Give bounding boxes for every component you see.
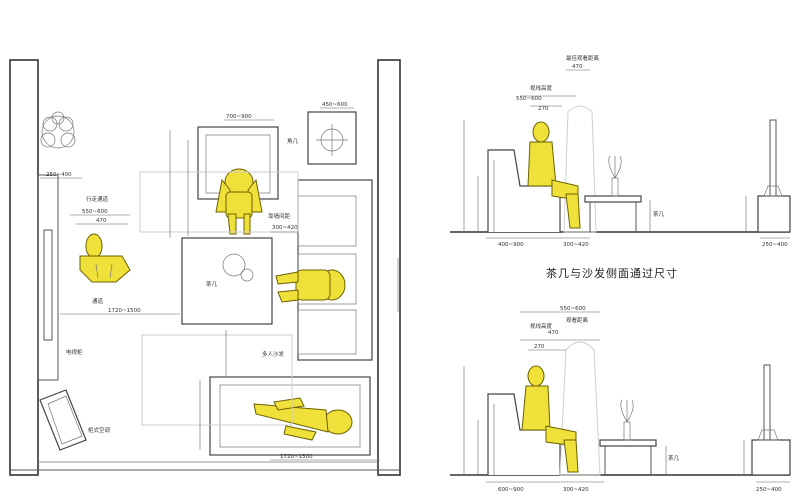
top-dim-head-2: 470 [572,64,583,70]
tv-stand-bottom [751,364,791,476]
tea-table-side-bottom [599,399,657,475]
label-side-table: 角几 [287,137,299,145]
bottom-label-eye: 视线高度 [530,322,553,330]
left-wall [9,59,39,476]
tv-stand-top [757,119,791,233]
seated-person-top [527,121,581,229]
ghost-person-top [563,105,597,233]
top-dim-front: 400~900 [498,242,524,248]
tv-cabinet [37,174,59,381]
top-label-viewing: 最佳观看距离 [566,54,600,62]
tea-table [181,237,273,325]
floor-plan: 250~400 行走通道 550~600 470 通道 1720~1500 70… [9,59,401,476]
person-sofa-right [275,269,346,303]
tea-table-side-top [584,155,642,232]
dim-passage-top: 550~600 [82,209,108,215]
top-dim-head-3: 270 [538,106,549,112]
bottom-dim-gap: 300~420 [563,487,589,493]
bottom-label-tea-table: 茶几 [668,454,680,462]
person-near-tv [79,233,131,283]
right-wall [377,59,401,476]
top-dim-head-1: 550~600 [516,96,542,102]
dim-bottom-width: 1720~1500 [280,454,313,460]
passage-zone-bottom [141,334,293,426]
label-tea-table: 茶几 [206,280,218,288]
lounge-chair [39,389,87,451]
passage-zone-top [139,171,299,233]
dim-passage-inner: 470 [96,218,107,224]
dim-side-table: 450~600 [322,102,348,108]
seated-person-bottom [521,365,579,473]
elevation-bottom: 550~600 470 270 视线高度 观看距离 600~900 300~42… [450,306,791,493]
label-chair: 柜式空调 [88,426,111,434]
top-dim-tv: 250~400 [762,242,788,248]
tv-screen [43,229,53,341]
dim-tv-dist: 250~400 [46,172,72,178]
bottom-dim-head-1: 550~600 [560,306,586,312]
side-table [307,111,357,165]
section-title: 茶几与沙发侧面通过尺寸 [546,266,678,280]
elevation-top: 550~600 视线高度 270 470 最佳观看距离 400~900 300~… [450,54,791,248]
bottom-dim-tv: 250~400 [756,487,782,493]
top-dim-gap: 300~420 [563,242,589,248]
bottom-label-viewing: 观看距离 [566,316,589,324]
person-lying [253,397,353,441]
ghost-person-bottom [559,341,601,476]
dim-walk-width: 1720~1500 [108,308,141,314]
person-armchair-top [215,168,263,235]
label-sofa-three: 多人沙发 [262,350,285,358]
bottom-dim-front: 600~900 [498,487,524,493]
plant-icon [40,111,76,149]
top-label-tea-table: 茶几 [653,210,665,218]
label-passage: 行走通道 [86,195,109,203]
label-walkway: 通道 [92,297,104,305]
label-sofa-depth: 靠墙间距 [268,212,291,220]
label-tv-cabinet: 电视柜 [66,348,83,356]
top-label-eye: 视线高度 [530,84,553,92]
dim-armchair-width: 700~900 [226,114,252,120]
bottom-dim-head-2: 470 [548,330,559,336]
dim-sofa-depth: 300~420 [272,225,298,231]
bottom-dim-head-3: 270 [534,344,545,350]
